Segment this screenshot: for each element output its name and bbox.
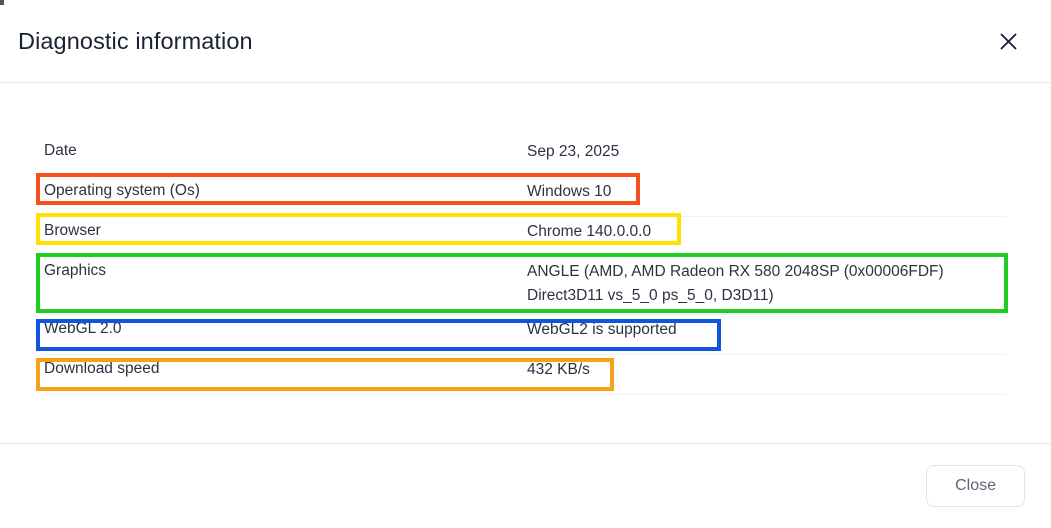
table-row: WebGL 2.0 WebGL2 is supported (44, 315, 1006, 355)
row-divider (44, 314, 1006, 315)
diagnostic-table: Date Sep 23, 2025 Operating system (Os) … (44, 137, 1006, 395)
row-value-graphics: ANGLE (AMD, AMD Radeon RX 580 2048SP (0x… (527, 263, 944, 304)
close-icon (999, 32, 1018, 51)
table-row: Graphics ANGLE (AMD, AMD Radeon RX 580 2… (44, 257, 1006, 315)
row-value-browser: Chrome 140.0.0.0 (527, 223, 652, 240)
row-label-operating-system: Operating system (Os) (44, 182, 200, 199)
row-label-date: Date (44, 142, 77, 159)
row-label-download-speed: Download speed (44, 360, 160, 377)
table-row: Download speed 432 KB/s (44, 355, 1006, 395)
dialog-footer: Close (0, 443, 1051, 528)
close-button[interactable]: Close (926, 465, 1025, 507)
row-divider (44, 354, 1006, 355)
row-label-browser: Browser (44, 222, 101, 239)
row-label-graphics: Graphics (44, 262, 107, 279)
table-row: Browser Chrome 140.0.0.0 (44, 217, 1006, 257)
table-row: Date Sep 23, 2025 (44, 137, 1006, 177)
dialog-header: Diagnostic information (0, 0, 1051, 83)
row-value-webgl: WebGL2 is supported (527, 321, 677, 338)
row-divider (44, 394, 1006, 395)
row-value-download-speed: 432 KB/s (527, 361, 590, 378)
table-row: Operating system (Os) Windows 10 (44, 177, 1006, 217)
row-value-operating-system: Windows 10 (527, 183, 612, 200)
cursor-artifact (0, 0, 4, 5)
page-title: Diagnostic information (18, 27, 253, 54)
row-value-date: Sep 23, 2025 (527, 143, 620, 160)
close-icon-button[interactable] (993, 26, 1023, 56)
dialog-body: Date Sep 23, 2025 Operating system (Os) … (0, 83, 1051, 443)
row-label-webgl: WebGL 2.0 (44, 320, 122, 337)
